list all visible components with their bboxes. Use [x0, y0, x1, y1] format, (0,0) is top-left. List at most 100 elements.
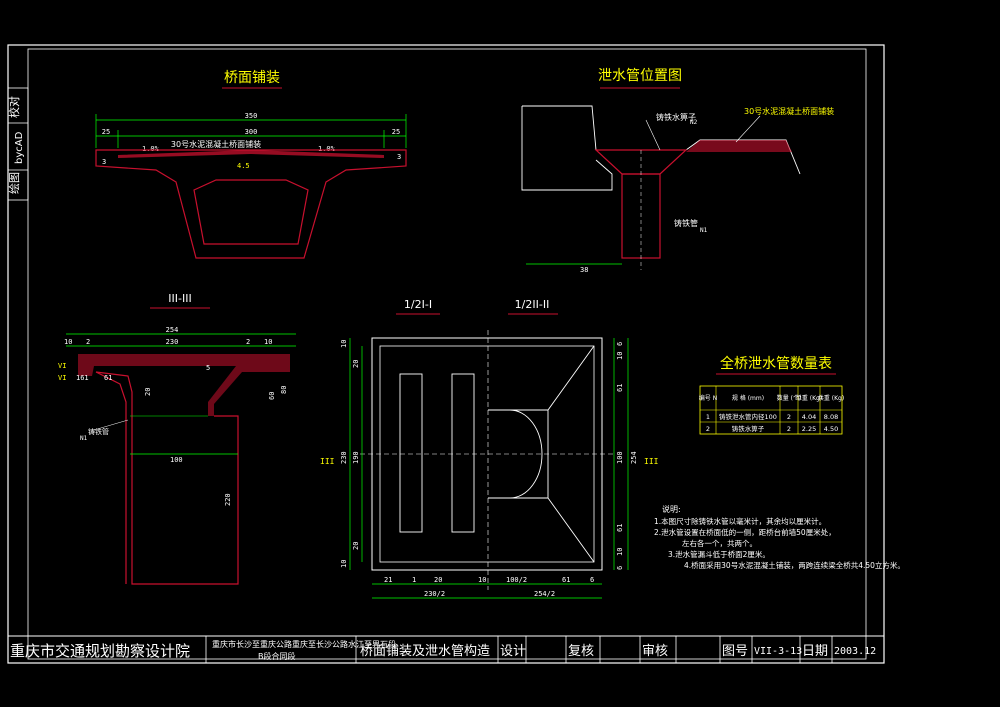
notes-line: 1.本图尺寸除铸铁水管以毫米计，其余均以厘米计。 [654, 516, 826, 526]
sec3-dim-2a: 2 [86, 338, 90, 346]
plan-b-d10: 10 [478, 576, 486, 584]
table-cell: 铸铁泄水管内径100 [719, 412, 777, 421]
plan-sec-left: III [320, 457, 335, 466]
side-stamp: 绘图 bycAD 校对 [7, 87, 29, 201]
tb-approve-label: 审核 [642, 644, 668, 659]
notes-line: 4.桥面采用30号水泥混凝土铺装，两跨连续梁全桥共4.50立方米。 [684, 560, 905, 570]
tb-no-value: VII-3-13 [754, 646, 802, 657]
sec3-mark-left: VI [58, 362, 66, 370]
table-cell: 4.04 [802, 413, 816, 421]
deck-thick-right: 3 [397, 153, 401, 161]
drain-pos-dim: 38 [580, 266, 588, 274]
plan-r-d61a: 61 [616, 384, 624, 392]
table-header-cell: 单重 (Kg) [796, 394, 822, 402]
sec3-d5: 5 [206, 364, 210, 372]
deck-dim-right: 25 [392, 128, 400, 136]
sec3-dim-10b: 10 [264, 338, 272, 346]
deck-dim-total: 350 [245, 112, 258, 120]
drain-pipe-tag: N1 [700, 227, 708, 234]
table-cell: 2.25 [802, 425, 816, 433]
table-header-cell: 编号 N [699, 394, 717, 402]
drain-pipe-label: 铸铁管 [674, 218, 698, 228]
deck-slope-right: 1.0% [318, 145, 336, 153]
sec3-d220: 220 [224, 493, 232, 506]
deck-dim-left: 25 [102, 128, 110, 136]
tb-project-1: 重庆市长沙至重庆公路重庆至长沙公路水江至界石段 [212, 639, 396, 649]
sec3-dim-230: 230 [166, 338, 179, 346]
stamp-check: 校对 [7, 96, 21, 118]
deck-thick-mid: 4.5 [237, 162, 250, 170]
tb-review-label: 复核 [568, 644, 594, 659]
plan-l-d190: 190 [352, 451, 360, 464]
deck-title: 桥面铺装 [224, 70, 280, 86]
plan-view: 1/2I-I 1/2II-II III III 10 20 190 230 20… [320, 298, 659, 599]
table-header-cell: 共重 (Kg) [818, 394, 844, 402]
plan-b-d6: 6 [590, 576, 594, 584]
deck-section: 桥面铺装 350 300 25 25 1.0% 1.0% 30号水泥混凝土桥面铺… [95, 70, 407, 259]
title-block: 重庆市交通规划勘察设计院 重庆市长沙至重庆公路重庆至长沙公路水江至界石段 B段合… [8, 635, 884, 664]
tb-no-label: 图号 [722, 644, 748, 659]
notes-line: 3.泄水管漏斗低于桥面2厘米。 [668, 549, 770, 559]
plan-r-d10b: 10 [616, 548, 624, 556]
plan-r-d61b: 61 [616, 524, 624, 532]
tb-drawing-name: 桥面铺装及泄水管构造 [360, 644, 490, 659]
section-iii: III-III 254 10 2 230 2 10 VI VI 161 61 5… [58, 292, 296, 585]
sec3-d60: 60 [268, 392, 276, 400]
sec3-pipe-tag: N1 [80, 435, 88, 442]
plan-r-d100: 100 [616, 451, 624, 464]
plan-b-d230-2: 230/2 [424, 590, 445, 598]
table-cell: 8.08 [824, 413, 838, 421]
table-cell: 2 [787, 413, 791, 421]
sec3-dim-top: 254 [166, 326, 179, 334]
plan-l-d10b: 10 [340, 560, 348, 568]
quantity-table: 全桥泄水管数量表 编号 N 规 格 (mm) 数量 (个)单重 (Kg)共重 (Kg… [699, 355, 844, 435]
sec3-d161: 161 [76, 374, 89, 382]
notes-heading: 说明: [662, 504, 681, 514]
plan-l-d10: 10 [340, 340, 348, 348]
table-title: 全桥泄水管数量表 [720, 355, 832, 372]
table-cell: 2 [787, 425, 791, 433]
plan-l-d20a: 20 [352, 360, 360, 368]
tb-org: 重庆市交通规划勘察设计院 [10, 642, 190, 660]
plan-l-d20b: 20 [352, 542, 360, 550]
notes: 说明: 1.本图尺寸除铸铁水管以毫米计，其余均以厘米计。2.泄水管设置在桥面低的… [654, 504, 905, 570]
sec3-d100: 100 [170, 456, 183, 464]
plan-r-d6b: 6 [616, 566, 624, 570]
sec3-d80: 80 [280, 386, 288, 394]
plan-title-right: 1/2II-II [515, 298, 550, 311]
inner-frame [27, 48, 867, 660]
sec3-pipe-label: 铸铁管 [88, 427, 109, 436]
plan-r-d254: 254 [630, 451, 638, 464]
plan-b-d254-2: 254/2 [534, 590, 555, 598]
plan-sec-right: III [644, 457, 659, 466]
plan-l-d230: 230 [340, 451, 348, 464]
sec3-d61: 61 [104, 374, 112, 382]
table-header-cell: 规 格 (mm) [732, 394, 764, 402]
sec3-dim-2b: 2 [246, 338, 250, 346]
plan-r-d10a: 10 [616, 352, 624, 360]
deck-layer-label: 30号水泥混凝土桥面铺装 [171, 139, 261, 149]
plan-r-d6a: 6 [616, 342, 624, 346]
plan-b-d20: 20 [434, 576, 442, 584]
sec3-dim-10a: 10 [64, 338, 72, 346]
plan-b-d100-2: 100/2 [506, 576, 527, 584]
sec3-mark-left2: VI [58, 374, 66, 382]
sec3-d20: 20 [144, 388, 152, 396]
table-header-cell: 数量 (个) [777, 394, 802, 402]
drain-grate-tag: N2 [690, 119, 698, 126]
notes-line: 左右各一个，共两个。 [682, 538, 757, 548]
table-cell: 2 [706, 425, 710, 433]
tb-project-2: B段合同段 [258, 651, 296, 661]
plan-b-d61: 61 [562, 576, 570, 584]
deck-thick-left: 3 [102, 158, 106, 166]
plan-title-left: 1/2I-I [404, 298, 432, 311]
drain-position: 泄水管位置图 38 铸铁水箅子 N2 30号水泥混凝土桥面铺装 铸铁管 N1 [521, 68, 834, 274]
table-cell: 铸铁水箅子 [732, 424, 765, 433]
table-cell: 4.50 [824, 425, 838, 433]
plan-b-d21: 21 [384, 576, 392, 584]
deck-dim-mid: 300 [245, 128, 258, 136]
table-cell: 1 [706, 413, 710, 421]
drain-pos-title: 泄水管位置图 [598, 68, 682, 84]
stamp-draw: 绘图 [7, 172, 21, 194]
